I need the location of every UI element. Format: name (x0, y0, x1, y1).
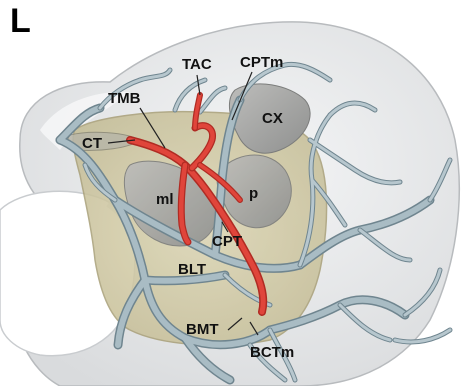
label-cptm: CPTm (240, 55, 283, 70)
label-blt: BLT (178, 262, 206, 277)
label-cx: CX (262, 111, 283, 126)
label-ml: ml (156, 192, 174, 207)
label-ct: CT (82, 136, 102, 151)
panel-letter: L (10, 4, 31, 38)
label-bctm: BCTm (250, 345, 294, 360)
label-bmt: BMT (186, 322, 219, 337)
label-tac: TAC (182, 57, 212, 72)
label-cpt: CPT (212, 234, 242, 249)
label-tmb: TMB (108, 91, 141, 106)
label-p: p (249, 186, 258, 201)
